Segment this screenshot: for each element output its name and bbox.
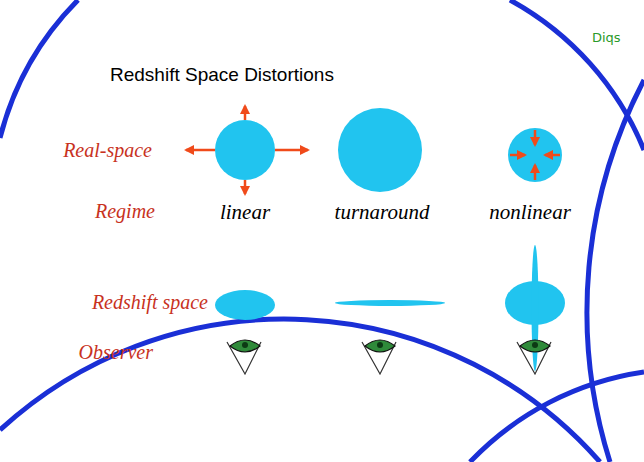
fragment-label: Diqs: [592, 31, 621, 46]
row-label: Regime: [95, 200, 155, 223]
regime-label: turnaround: [335, 200, 430, 224]
regime-label: linear: [220, 200, 270, 224]
redshift-space-shapes: [215, 245, 565, 371]
row-label: Redshift space: [92, 291, 208, 314]
velocity-arrows: [186, 106, 560, 194]
regime-label: nonlinear: [489, 200, 571, 224]
diagram-title: Redshift Space Distortions: [110, 64, 334, 86]
observer-eyes: [227, 340, 551, 374]
real-space-shapes: [215, 108, 562, 192]
row-label: Real-space: [63, 139, 152, 162]
row-label: Observer: [79, 341, 153, 364]
